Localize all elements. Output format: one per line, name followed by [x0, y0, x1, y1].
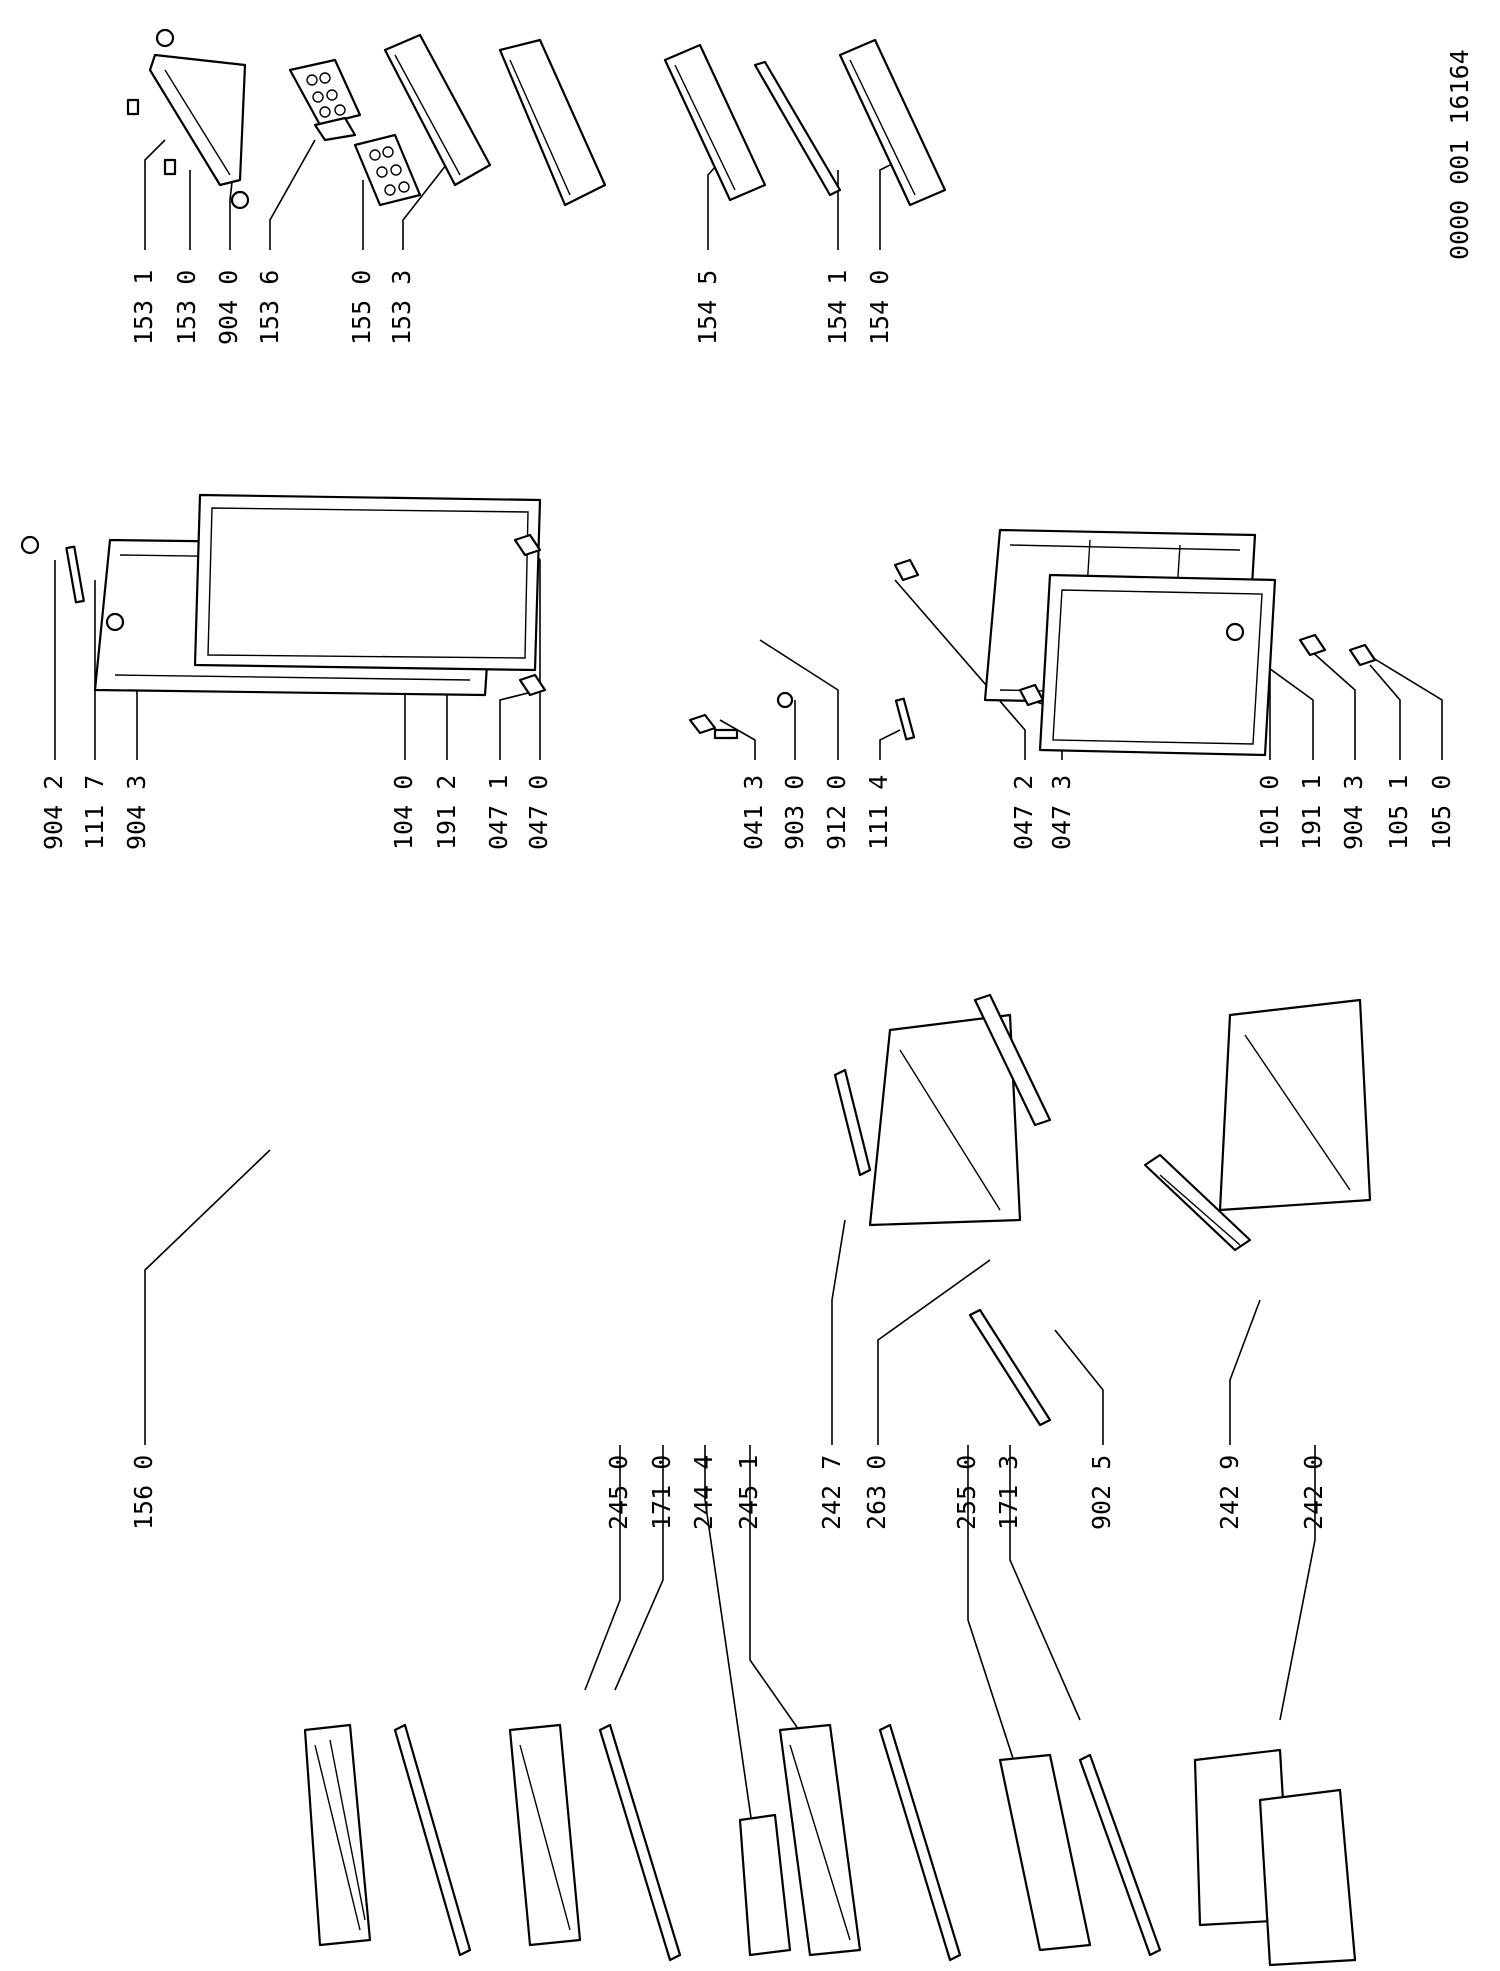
part-191-1-gasket	[1038, 573, 1277, 757]
label-904-2: 904 2	[39, 775, 68, 850]
part-902-5-cover	[973, 993, 1052, 1127]
label-156-0: 156 0	[129, 1455, 158, 1530]
part-047-1-hinge	[513, 533, 542, 557]
part-904-3-cap	[105, 612, 125, 632]
part-904-0-cap	[230, 190, 250, 210]
label-047-2: 047 2	[1009, 775, 1038, 850]
part-242-9-drawer	[1218, 998, 1372, 1212]
part-255-0-glass-shelf	[998, 1753, 1092, 1952]
label-902-5: 902 5	[1087, 1455, 1116, 1530]
part-245-0-wire-shelf	[303, 1723, 372, 1947]
part-263-0-rail-b	[968, 1308, 1052, 1427]
label-047-0: 047 0	[524, 775, 553, 850]
part-041-3-hinge	[688, 713, 717, 735]
part-drawings	[20, 28, 1377, 1967]
part-242-7-drawer	[868, 1013, 1022, 1227]
label-263-0: 263 0	[862, 1455, 891, 1530]
part-105-1-hinge	[1298, 633, 1327, 657]
part-156-0-ice-tray	[1143, 1153, 1252, 1252]
part-155-0-egg-tray	[353, 133, 422, 207]
part-153-0-door-bin	[148, 53, 247, 187]
label-155-0: 155 0	[347, 270, 376, 345]
label-245-1: 245 1	[734, 1455, 763, 1530]
label-105-1: 105 1	[1384, 775, 1413, 850]
part-244-4-mesh	[738, 1813, 792, 1957]
label-111-7: 111 7	[80, 775, 109, 850]
label-904-3: 904 3	[122, 775, 151, 850]
document-code: 0000 001 16164	[1445, 49, 1474, 260]
part-155-0-egg-tray-top	[288, 58, 362, 127]
label-154-1: 154 1	[823, 270, 852, 345]
label-255-0: 255 0	[952, 1455, 981, 1530]
label-191-1: 191 1	[1297, 775, 1326, 850]
leader-lines	[54, 139, 1443, 1881]
label-153-1: 153 1	[129, 270, 158, 345]
label-904-0: 904 0	[214, 270, 243, 345]
label-111-4: 111 4	[864, 775, 893, 850]
part-153-1-clip-b	[163, 158, 177, 176]
label-101-0: 101 0	[1255, 775, 1284, 850]
part-904-3-cap-b	[1225, 622, 1245, 642]
label-154-0: 154 0	[865, 270, 894, 345]
part-153-1-clip-a	[126, 98, 140, 116]
part-154-5-bin	[663, 43, 767, 202]
part-171-0-strip-b	[598, 1723, 682, 1962]
part-047-0-hinge	[518, 673, 547, 697]
part-904-0-cap-top	[155, 28, 175, 48]
label-153-0: 153 0	[172, 270, 201, 345]
label-105-0: 105 0	[1427, 775, 1456, 850]
part-154-1-bar	[753, 60, 842, 197]
label-903-0: 903 0	[780, 775, 809, 850]
part-154-0-bin	[838, 38, 947, 207]
part-153-3-tray	[383, 33, 492, 187]
label-245-0: 245 0	[604, 1455, 633, 1530]
label-153-6: 153 6	[255, 270, 284, 345]
label-912-0: 912 0	[822, 775, 851, 850]
label-242-9: 242 9	[1215, 1455, 1244, 1530]
part-153-6-bracket	[313, 116, 357, 142]
label-904-3-b: 904 3	[1339, 775, 1368, 850]
part-242-0-crisper	[1193, 1748, 1357, 1967]
part-labels: 153 1 153 0 904 0 153 6 155 0 153 3 154 …	[39, 49, 1474, 1530]
label-191-2: 191 2	[432, 775, 461, 850]
part-111-7-strip	[65, 545, 85, 604]
label-153-3: 153 3	[387, 270, 416, 345]
label-171-3: 171 3	[994, 1455, 1023, 1530]
part-bin-b	[498, 38, 607, 207]
label-242-0: 242 0	[1299, 1455, 1328, 1530]
part-903-0-screw	[776, 691, 794, 709]
label-041-3: 041 3	[739, 775, 768, 850]
label-242-7: 242 7	[817, 1455, 846, 1530]
part-245-0-wire-shelf-b	[508, 1723, 582, 1947]
part-263-0-rail-a	[833, 1068, 872, 1177]
part-191-2-gasket	[193, 493, 542, 672]
part-245-1-wire-shelf	[778, 1723, 862, 1957]
part-171-3-strip	[878, 1723, 962, 1962]
label-154-5: 154 5	[693, 270, 722, 345]
label-244-4: 244 4	[689, 1455, 718, 1530]
label-104-0: 104 0	[389, 775, 418, 850]
part-912-0-screw	[713, 728, 739, 740]
label-171-0: 171 0	[647, 1455, 676, 1530]
part-111-4-strip	[894, 697, 916, 741]
label-047-1: 047 1	[484, 775, 513, 850]
part-105-0-hinge	[1348, 643, 1377, 667]
label-047-3: 047 3	[1047, 775, 1076, 850]
part-047-2-hinge	[893, 558, 920, 582]
part-171-3-strip-b	[1078, 1753, 1162, 1957]
part-171-0-strip-a	[393, 1723, 472, 1957]
part-904-2-cap	[20, 535, 40, 555]
part-047-3-hinge	[1018, 683, 1045, 707]
